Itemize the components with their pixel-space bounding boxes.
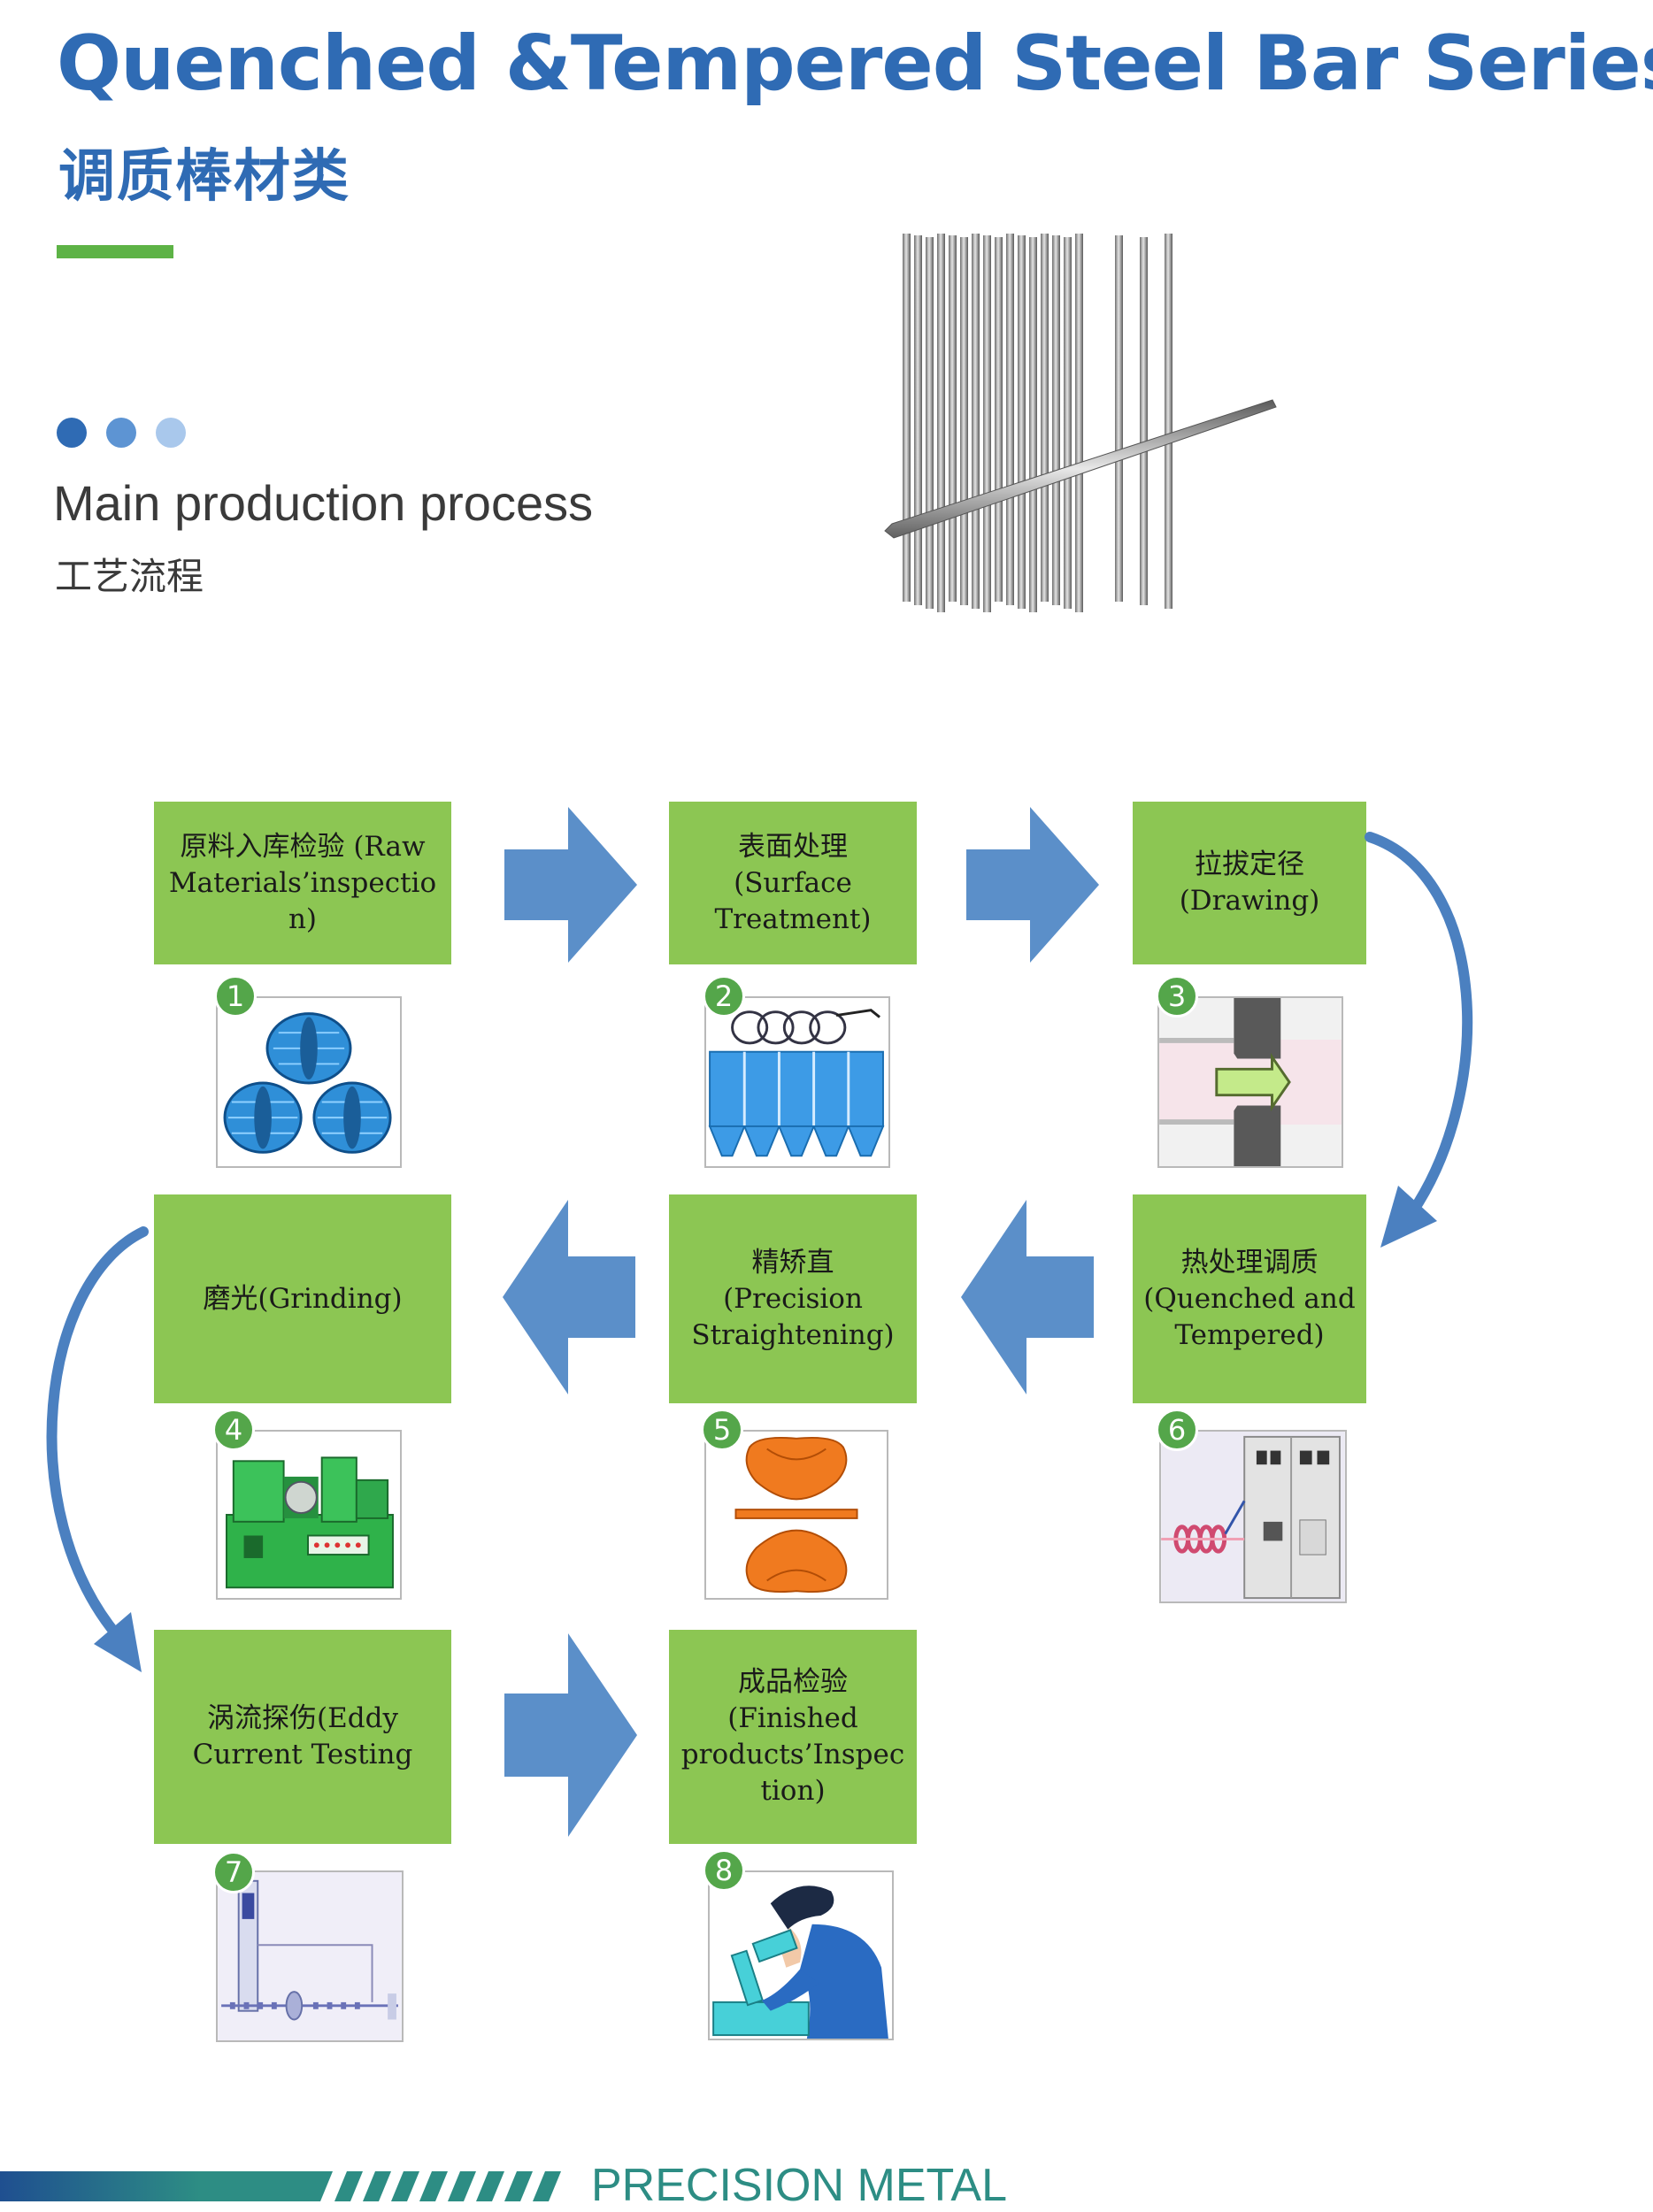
steel-bar xyxy=(1165,234,1172,609)
steel-bars-photo xyxy=(884,234,1277,612)
steel-bar xyxy=(972,234,980,609)
steel-bar xyxy=(1064,237,1072,609)
step-4-illustration xyxy=(216,1430,402,1600)
surface-treatment-tanks-icon xyxy=(708,1009,885,1157)
steel-bar xyxy=(1075,234,1083,612)
step-7-badge: 7 xyxy=(212,1851,255,1893)
arrow-right-7-8 xyxy=(504,1633,637,1837)
steel-bar xyxy=(1140,237,1148,605)
step-8-illustration xyxy=(708,1870,894,2040)
step-1-illustration xyxy=(216,996,402,1168)
step-1-badge: 1 xyxy=(214,975,257,1018)
steel-bar xyxy=(903,234,911,602)
step-8-label: 成品检验 (Finished products’Inspection) xyxy=(680,1666,905,1807)
footer-brand: PRECISION METAL xyxy=(591,2160,1008,2211)
title-underline xyxy=(57,245,173,258)
steel-bar xyxy=(926,237,934,609)
step-4-badge: 4 xyxy=(212,1409,255,1451)
steel-bar xyxy=(914,235,922,605)
step-6-box: 热处理调质 (Quenched and Tempered) xyxy=(1133,1194,1366,1403)
step-7-box: 涡流探伤(Eddy Current Testing xyxy=(154,1630,451,1844)
step-6-illustration xyxy=(1159,1430,1347,1603)
section-title-chinese: 工艺流程 xyxy=(55,555,204,598)
straightening-rollers-icon xyxy=(734,1436,858,1594)
curved-arrow-3-6 xyxy=(1365,832,1473,1248)
step-3-illustration xyxy=(1157,996,1343,1168)
bullet-dot-medium xyxy=(106,418,136,448)
steel-bar xyxy=(983,235,991,612)
steel-bar xyxy=(1052,235,1060,605)
microscope-inspector-icon xyxy=(710,1872,892,2039)
page-title-chinese: 调质棒材类 xyxy=(58,144,350,210)
page-title: Quenched &Tempered Steel Bar Series xyxy=(57,19,1653,108)
steel-bar xyxy=(1041,234,1049,602)
step-3-box: 拉拔定径 (Drawing) xyxy=(1133,802,1366,964)
drawing-die-icon xyxy=(1159,998,1342,1166)
step-2-label: 表面处理 (Surface Treatment) xyxy=(714,830,872,935)
step-8-box: 成品检验 (Finished products’Inspection) xyxy=(669,1630,917,1844)
arrow-left-6-5 xyxy=(961,1200,1094,1394)
step-5-label: 精矫直 (Precision Straightening) xyxy=(691,1246,895,1351)
footer-stripe-bar xyxy=(0,2171,561,2201)
step-4-label: 磨光(Grinding) xyxy=(203,1282,403,1315)
step-6-badge: 6 xyxy=(1156,1409,1198,1451)
step-7-illustration xyxy=(216,1870,404,2042)
steel-bar xyxy=(949,235,957,602)
bullet-dot-light xyxy=(156,418,186,448)
wire-coils-icon xyxy=(223,1012,392,1154)
steel-bar xyxy=(995,237,1003,602)
step-2-badge: 2 xyxy=(703,975,745,1018)
step-6-label: 热处理调质 (Quenched and Tempered) xyxy=(1143,1246,1356,1351)
steel-bar xyxy=(1006,234,1014,605)
grinding-machine-icon xyxy=(225,1456,394,1589)
step-5-badge: 5 xyxy=(701,1409,743,1451)
step-8-badge: 8 xyxy=(703,1849,745,1892)
steel-bar xyxy=(937,234,945,612)
step-3-label: 拉拔定径 (Drawing) xyxy=(1179,849,1320,917)
induction-heating-cabinet-icon xyxy=(1161,1432,1345,1601)
curved-arrow-4-7 xyxy=(46,1226,149,1672)
step-7-label: 涡流探伤(Eddy Current Testing xyxy=(192,1702,413,1770)
steel-bar xyxy=(960,237,968,605)
step-3-badge: 3 xyxy=(1156,975,1198,1018)
eddy-current-line-icon xyxy=(218,1872,402,2040)
step-1-label: 原料入库检验 (Raw Materials’inspection) xyxy=(168,830,437,935)
step-5-box: 精矫直 (Precision Straightening) xyxy=(669,1194,917,1403)
step-5-illustration xyxy=(704,1430,888,1600)
arrow-left-5-4 xyxy=(503,1200,635,1394)
bullet-dot-dark xyxy=(57,418,87,448)
steel-bar xyxy=(1029,237,1037,612)
steel-bar xyxy=(1115,235,1123,602)
arrow-right-1-2 xyxy=(504,807,637,963)
step-4-box: 磨光(Grinding) xyxy=(154,1194,451,1403)
section-title: Main production process xyxy=(53,475,594,531)
step-2-illustration xyxy=(704,996,890,1168)
arrow-right-2-3 xyxy=(966,807,1099,963)
step-2-box: 表面处理 (Surface Treatment) xyxy=(669,802,917,964)
step-1-box: 原料入库检验 (Raw Materials’inspection) xyxy=(154,802,451,964)
steel-bar xyxy=(1018,235,1026,609)
